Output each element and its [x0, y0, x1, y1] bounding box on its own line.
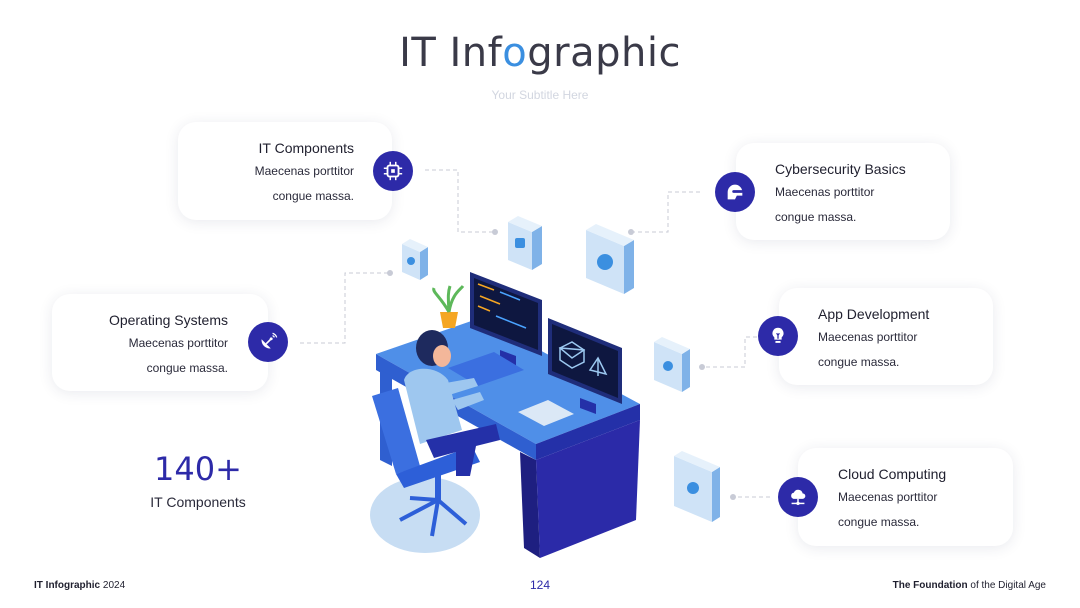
page-number: 124	[529, 578, 551, 592]
card-title: Cybersecurity Basics	[775, 161, 906, 177]
floating-tiles	[402, 216, 720, 522]
chair-floor-shadow	[370, 477, 480, 553]
notebook	[518, 400, 574, 426]
card-text-line-2: congue massa.	[818, 355, 900, 369]
card-app-development: App Development Maecenas porttitor congu…	[779, 288, 993, 385]
card-cybersecurity-basics: Cybersecurity Basics Maecenas porttitor …	[736, 143, 950, 240]
stat-number: 140+	[154, 450, 242, 488]
office-chair	[372, 388, 480, 537]
page-subtitle: Your Subtitle Here	[491, 88, 589, 102]
title-part-1: IT Inf	[399, 30, 503, 76]
potted-plant	[432, 285, 465, 328]
card-text-line-2: congue massa.	[775, 210, 857, 224]
card-text-line-1: Maecenas porttitor	[775, 185, 875, 199]
keyboard	[448, 352, 524, 386]
footer-left-rest: 2024	[100, 580, 126, 591]
title-accent-letter: o	[502, 30, 528, 76]
card-text-line-1: Maecenas porttitor	[838, 490, 938, 504]
lightbulb-icon	[758, 316, 798, 356]
card-it-components: IT Components Maecenas porttitor congue …	[178, 122, 392, 220]
footer-left-bold: IT Infographic	[34, 580, 101, 591]
desk	[376, 318, 640, 558]
person-at-desk	[404, 330, 500, 476]
stat-block: 140+ IT Components	[120, 450, 276, 510]
pen	[557, 426, 585, 442]
card-text-line-2: congue massa.	[272, 189, 354, 203]
footer-right-rest: of the Digital Age	[967, 580, 1046, 591]
footer-right-bold: The Foundation	[892, 580, 968, 591]
card-cloud-computing: Cloud Computing Maecenas porttitor congu…	[798, 448, 1013, 546]
card-title: IT Components	[258, 140, 354, 156]
cyber-helmet-icon	[715, 172, 755, 212]
card-title: Cloud Computing	[838, 466, 947, 482]
footer-right: The Foundation of the Digital Age	[893, 580, 1046, 591]
satellite-dish-icon	[248, 322, 288, 362]
card-operating-systems: Operating Systems Maecenas porttitor con…	[52, 294, 268, 391]
title-part-2: graphic	[527, 30, 681, 76]
monitors	[470, 272, 622, 414]
card-text-line-2: congue massa.	[838, 515, 920, 529]
card-text-line-2: congue massa.	[146, 361, 228, 375]
chip-icon	[373, 151, 413, 191]
page-title: IT Infographic	[0, 30, 1080, 76]
cloud-network-icon	[778, 477, 818, 517]
stat-label: IT Components	[150, 494, 246, 510]
card-text-line-1: Maecenas porttitor	[818, 330, 918, 344]
card-title: App Development	[818, 306, 930, 322]
footer-left: IT Infographic 2024	[34, 580, 125, 591]
card-text-line-1: Maecenas porttitor	[128, 336, 228, 350]
card-title: Operating Systems	[108, 312, 228, 328]
card-text-line-1: Maecenas porttitor	[254, 164, 354, 178]
